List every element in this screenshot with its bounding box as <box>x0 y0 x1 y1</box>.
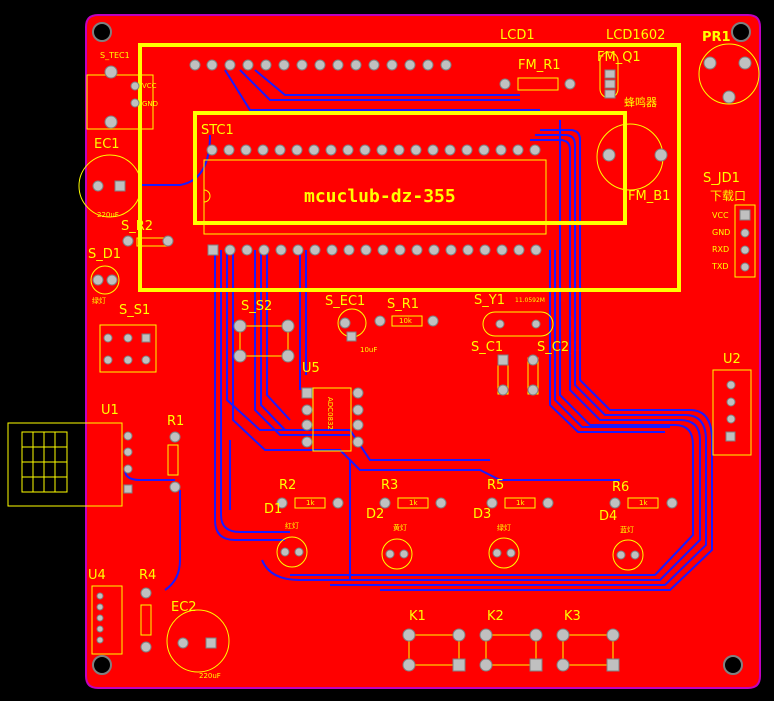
label-r1: R1 <box>167 414 185 429</box>
label-gnd: GND <box>142 100 159 108</box>
label-u5: U5 <box>302 361 320 376</box>
label-lcd1: LCD1 <box>500 28 535 43</box>
label-blue-led: 蓝灯 <box>620 526 634 534</box>
label-s-r2: S_R2 <box>121 219 154 234</box>
label-k1: K1 <box>409 609 426 624</box>
label-s-c2: S_C2 <box>537 340 570 355</box>
label-r6-value: 1k <box>639 499 648 507</box>
label-s-d1: S_D1 <box>88 247 122 262</box>
label-u4: U4 <box>88 568 106 583</box>
label-u1: U1 <box>101 403 119 418</box>
label-d1: D1 <box>264 502 283 517</box>
label-crystal: 11.0592M <box>515 297 545 304</box>
label-r6: R6 <box>612 480 630 495</box>
label-yellow-led: 黄灯 <box>393 524 407 532</box>
label-s-s2: S_S2 <box>241 299 273 314</box>
component-pads <box>92 56 752 672</box>
stc-pins-top <box>206 144 541 156</box>
label-s-r1-value: 10k <box>399 317 412 325</box>
lcd-outline <box>138 43 681 292</box>
label-adc: ADC0832 <box>326 397 334 430</box>
lcd-pin-row <box>189 59 452 71</box>
label-k3: K3 <box>564 609 581 624</box>
label-s-tec1: S_TEC1 <box>100 51 130 60</box>
label-lcd1602: LCD1602 <box>606 28 666 43</box>
label-ec1: EC1 <box>94 137 120 152</box>
label-jd-rxd: RXD <box>712 245 730 254</box>
label-r3-value: 1k <box>409 499 418 507</box>
label-jd-vcc: VCC <box>712 211 729 220</box>
label-s-r1: S_R1 <box>387 297 420 312</box>
stc-outline <box>193 111 627 225</box>
label-d3: D3 <box>473 507 492 522</box>
mounting-holes <box>92 22 751 675</box>
label-ec1-value: 220uF <box>97 211 119 219</box>
label-r2: R2 <box>279 478 297 493</box>
label-jd-txd: TXD <box>712 262 729 271</box>
label-d4: D4 <box>599 509 618 524</box>
label-green-led-2: 绿灯 <box>497 524 511 532</box>
label-s-y1: S_Y1 <box>474 293 505 308</box>
label-r5-value: 1k <box>516 499 525 507</box>
label-pr1: PR1 <box>702 30 731 45</box>
label-r3: R3 <box>381 478 399 493</box>
label-s-c1: S_C1 <box>471 340 504 355</box>
label-jd-gnd: GND <box>712 228 731 237</box>
label-vcc: VCC <box>142 82 157 90</box>
label-ec2-value: 220uF <box>199 672 221 680</box>
stc-chip-body <box>203 159 547 235</box>
label-ec2: EC2 <box>171 600 197 615</box>
label-r4: R4 <box>139 568 157 583</box>
stc-pins-bottom <box>207 244 542 256</box>
board-title: mcuclub-dz-355 <box>304 186 456 207</box>
label-d2: D2 <box>366 507 385 522</box>
label-download: 下载口 <box>710 189 747 203</box>
label-stc1: STC1 <box>201 123 234 138</box>
label-red-led: 红灯 <box>285 522 299 530</box>
u1-grid <box>22 432 67 492</box>
label-s-ec1: S_EC1 <box>325 294 366 309</box>
label-fm-r1: FM_R1 <box>518 58 561 73</box>
label-r5: R5 <box>487 478 505 493</box>
label-fm-b1: FM_B1 <box>628 189 671 204</box>
label-s-ec1-value: 10uF <box>360 346 378 354</box>
label-u2: U2 <box>723 352 741 367</box>
label-s-s1: S_S1 <box>119 303 151 318</box>
label-k2: K2 <box>487 609 504 624</box>
label-green-led: 绿灯 <box>92 297 106 305</box>
label-r2-value: 1k <box>306 499 315 507</box>
label-fm-q1: FM_Q1 <box>597 50 641 65</box>
board-outline <box>85 14 761 689</box>
label-buzzer: 蜂鸣器 <box>624 96 657 109</box>
label-s-jd1: S_JD1 <box>703 171 740 186</box>
